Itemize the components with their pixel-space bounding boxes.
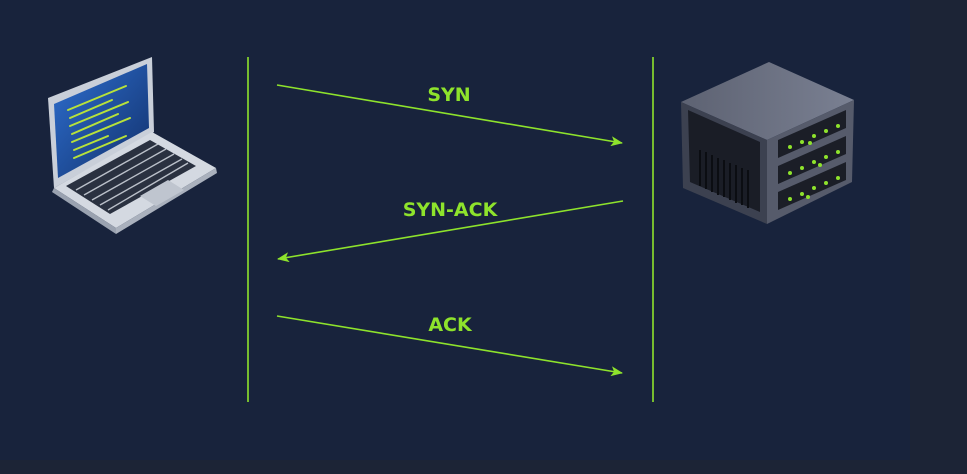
ack-arrow (276, 315, 623, 377)
syn-ack-label: SYN-ACK (403, 199, 499, 221)
ack-label: ACK (428, 314, 473, 336)
syn-ack-arrow (277, 200, 624, 263)
laptop-icon (48, 57, 217, 234)
syn-arrow (276, 84, 623, 147)
syn-label: SYN (427, 84, 470, 106)
server-rack-icon (681, 62, 854, 224)
